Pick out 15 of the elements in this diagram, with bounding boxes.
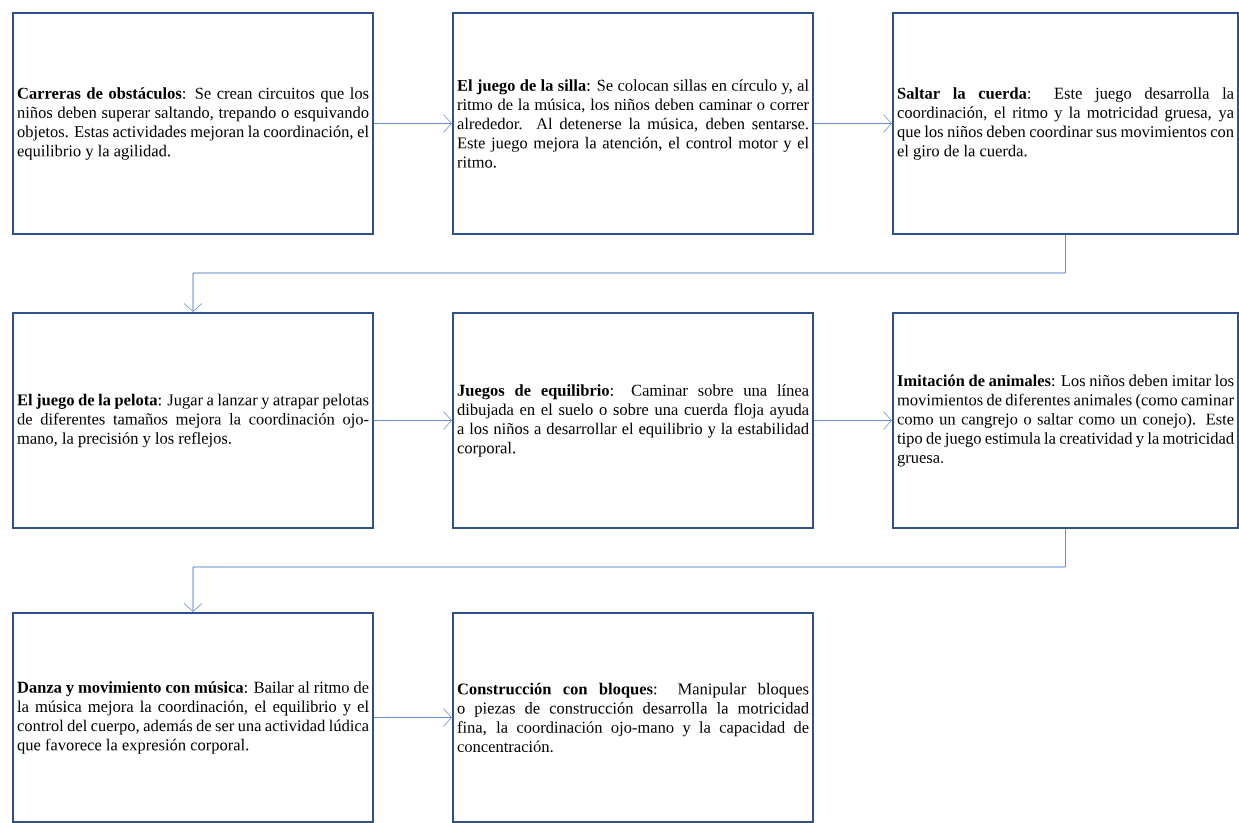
text-box: Construcción con bloques: Manipular bloques o piezas de construcción desarrolla la motricidad fina, la coordinación ojo-mano y la capacidad de concentración. — [452, 612, 814, 823]
arrow — [183, 234, 1066, 312]
arrow — [373, 411, 452, 430]
text-box: Juegos de equilibrio: Caminar sobre una línea dibujada en el suelo o sobre una cuerda floja ayuda a los niños a desarrollar el equilibrio y la estabilidad corporal. — [452, 312, 814, 529]
text-box: Danza y movimiento con música: Bailar al ritmo de la música mejora la coordinación, el equilibrio y el control del cuerpo, además de ser una actividad lúdica que favorece la expresión corporal. — [12, 612, 374, 823]
text-box: Saltar la cuerda: Este juego desarrolla la coordinación, el ritmo y la motricidad gruesa, ya que los niños deben coordinar sus movimientos con el giro de la cuerda. — [892, 12, 1239, 235]
arrow — [183, 528, 1066, 612]
arrow — [813, 114, 892, 133]
text-box: Imitación de animales: Los niños deben imitar los movimientos de diferentes animales (como caminar como un cangrejo o saltar como un conejo). Este tipo de juego estimula la creatividad y la motricidad gruesa. — [892, 312, 1239, 529]
text-box: Carreras de obstáculos: Se crean circuitos que los niños deben superar saltando, trepando o esquivando objetos. Estas actividades mejoran la coordinación, el equilibrio y la agilidad. — [12, 12, 374, 235]
text-box: El juego de la silla: Se colocan sillas en círculo y, al ritmo de la música, los niños deben caminar o correr alrededor. Al detenerse la música, deben sentarse. Este juego mejora la atención, el control motor y el ritmo. — [452, 12, 814, 235]
text-box: El juego de la pelota: Jugar a lanzar y atrapar pelotas de diferentes tamaños mejora la coordinación ojo-mano, la precisión y los reflejos. — [12, 312, 374, 529]
arrow — [813, 411, 892, 430]
arrow — [373, 114, 452, 133]
arrow — [373, 708, 452, 727]
